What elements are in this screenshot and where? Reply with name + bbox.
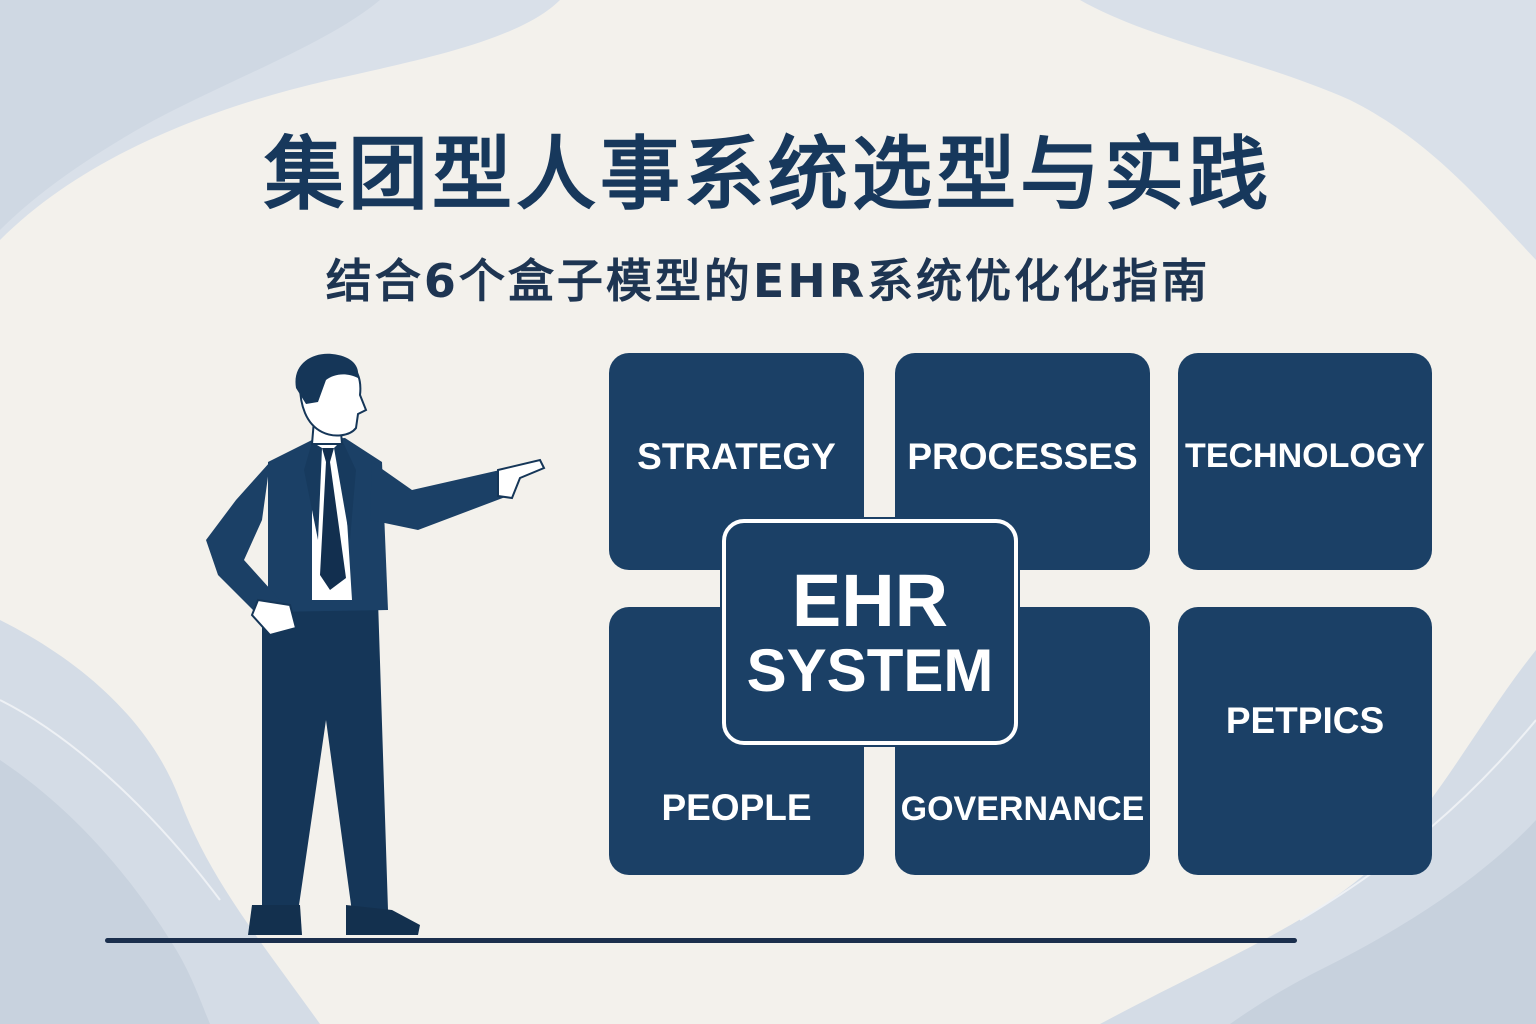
ehr-system-line1: EHR — [791, 559, 949, 642]
box-processes-label: PROCESSES — [907, 435, 1138, 477]
ground-line — [105, 938, 1297, 943]
box-petpics: PETPICS — [1178, 607, 1432, 875]
businessman-pointing-icon — [206, 353, 546, 935]
box-technology-label: TECHNOLOGY — [1185, 437, 1425, 475]
box-governance-label: GOVERNANCE — [900, 790, 1145, 828]
page-title: 集团型人事系统选型与实践 — [264, 128, 1272, 221]
box-strategy-label: STRATEGY — [637, 435, 836, 477]
box-petpics-label: PETPICS — [1225, 700, 1385, 741]
box-people-label: PEOPLE — [661, 787, 812, 828]
ehr-system-line2: SYSTEM — [746, 637, 994, 704]
box-technology: TECHNOLOGY — [1178, 353, 1432, 570]
page-subtitle: 结合6个盒子模型的EHR系统优化化指南 — [325, 254, 1211, 308]
ehr-system-box: EHR SYSTEM — [722, 519, 1018, 745]
